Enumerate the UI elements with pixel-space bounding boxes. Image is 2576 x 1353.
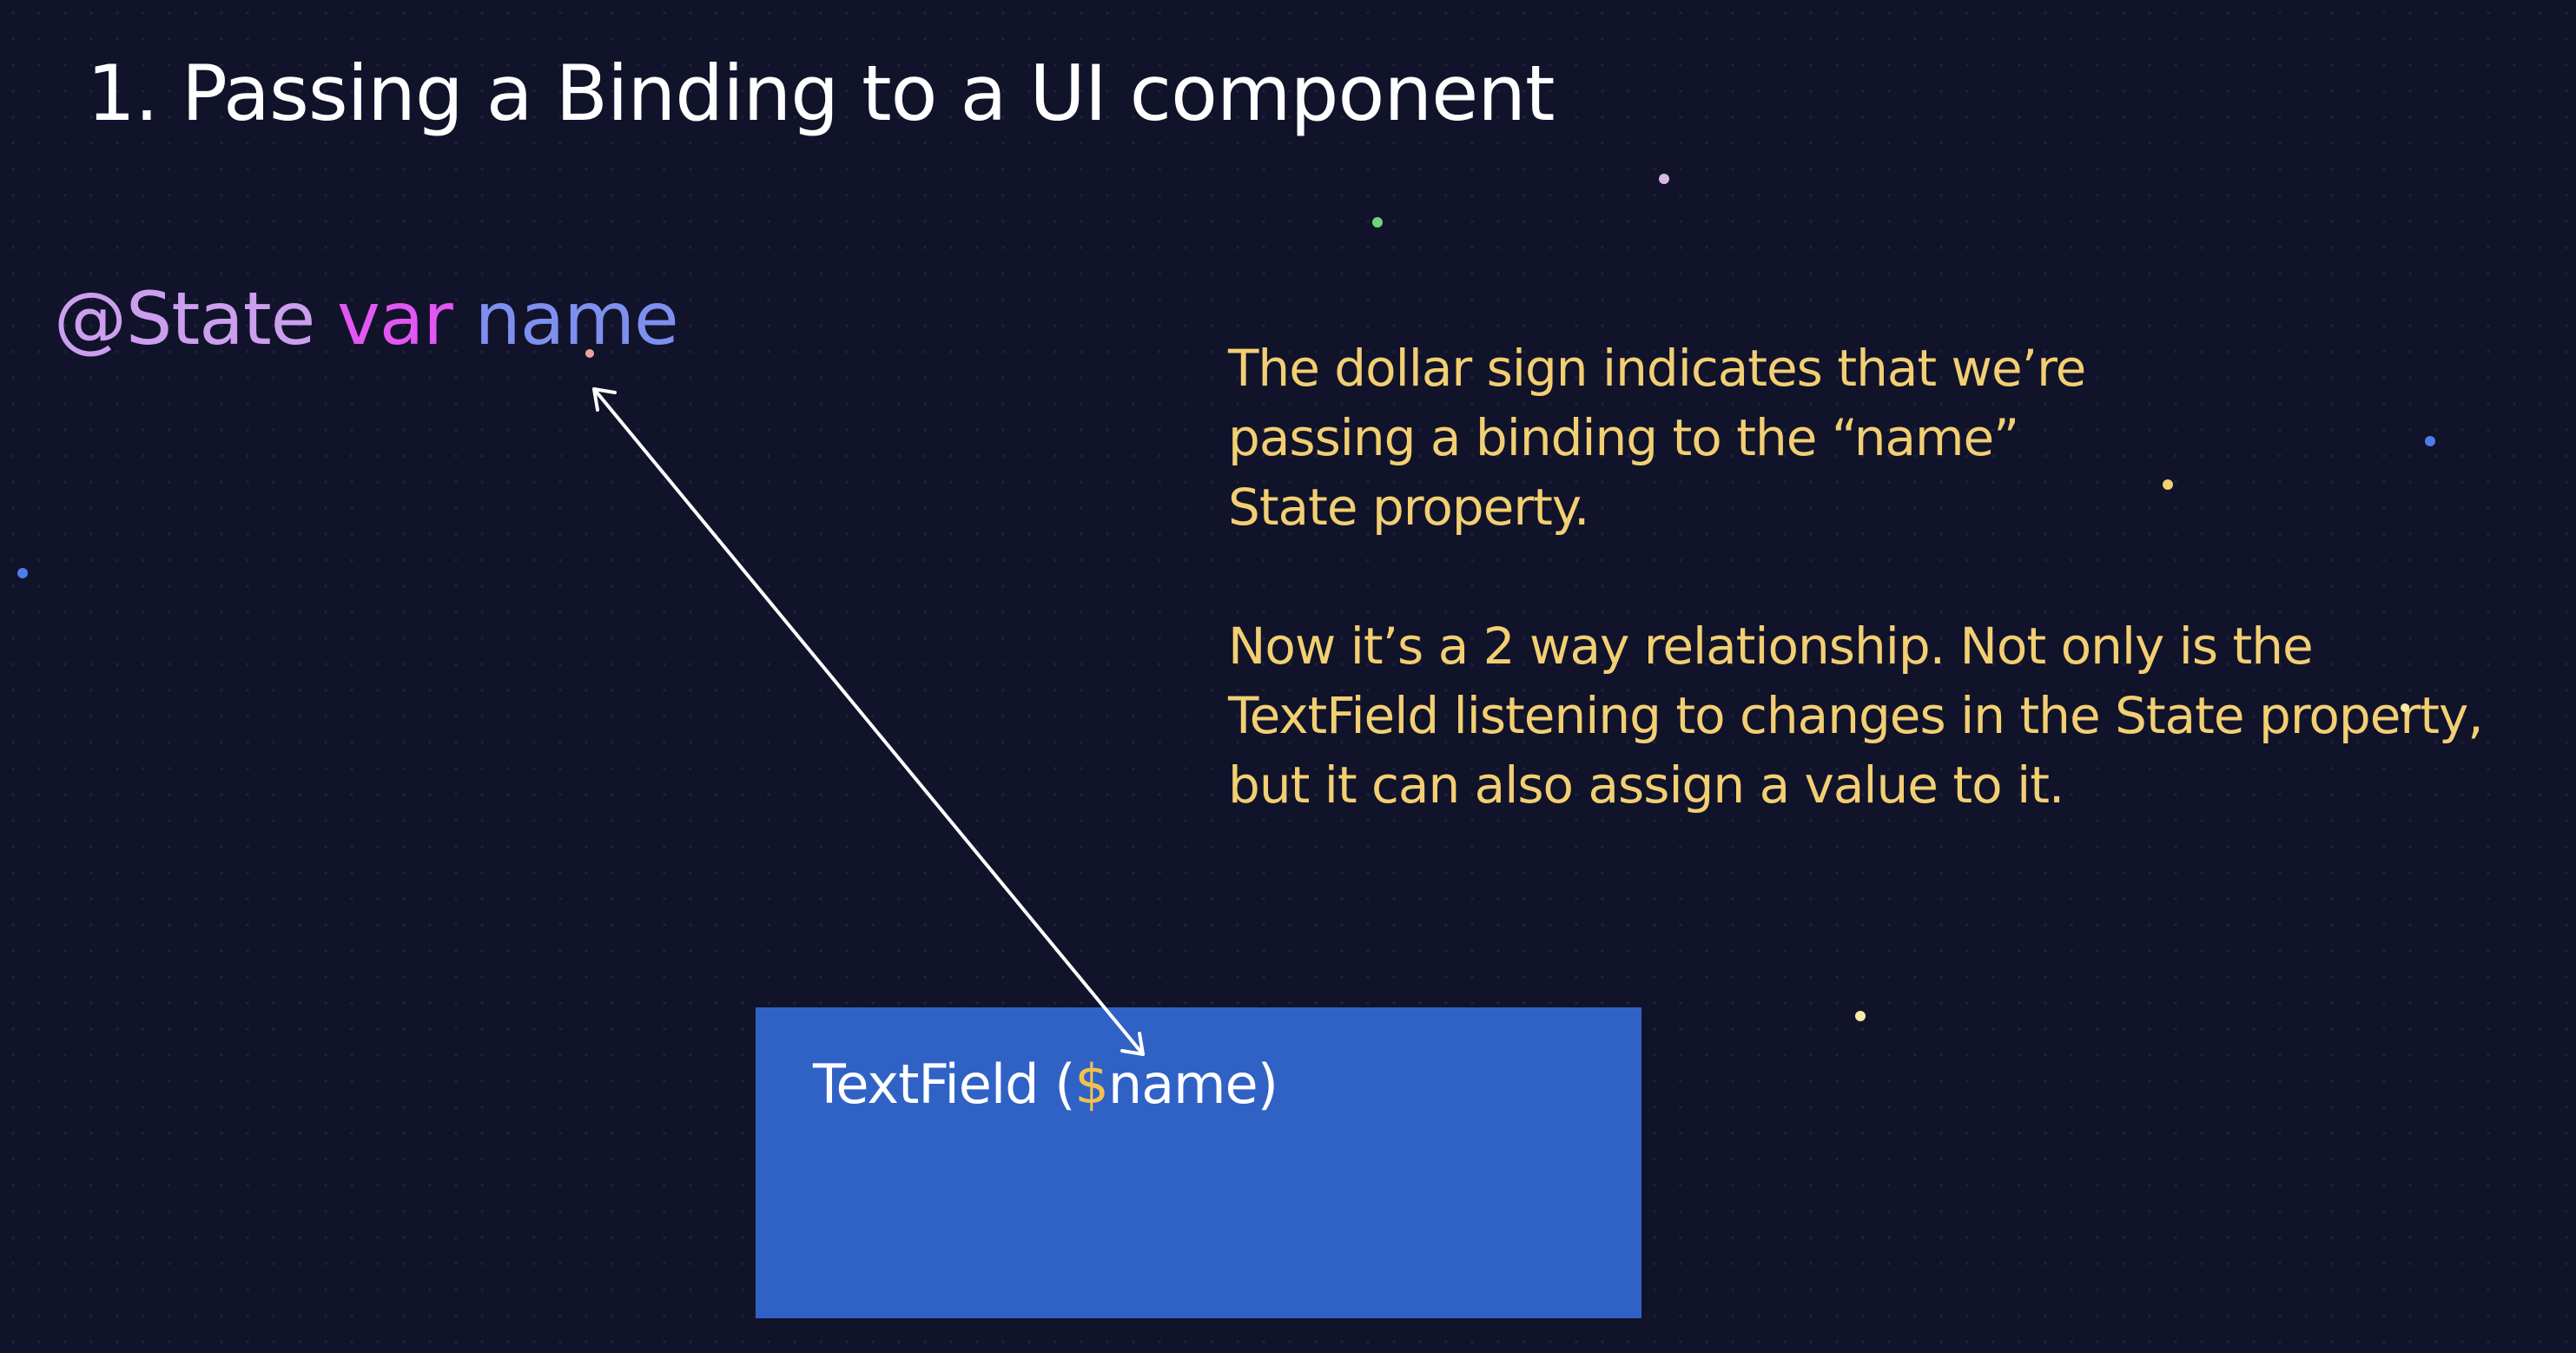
decor-dot	[1855, 1011, 1866, 1021]
state-declaration: @State var name	[54, 276, 679, 361]
textfield-prefix: TextField (	[813, 1053, 1075, 1116]
var-keyword: var	[337, 276, 453, 361]
slide-title: 1. Passing a Binding to a UI component	[87, 49, 1556, 138]
textfield-suffix: )	[1257, 1053, 1278, 1116]
binding-name: name	[1107, 1053, 1258, 1116]
decor-dot	[2425, 436, 2435, 446]
explanation-paragraph-1: The dollar sign indicates that we’re pas…	[1228, 339, 2086, 537]
decor-dot	[17, 568, 28, 578]
decor-dot	[1659, 174, 1669, 184]
decor-dot	[2163, 479, 2173, 490]
textfield-code: TextField ($name)	[813, 1053, 1278, 1116]
explanation-paragraph-2: Now it’s a 2 way relationship. Not only …	[1228, 617, 2484, 815]
decor-dot	[1372, 217, 1383, 228]
property-name: name	[474, 276, 679, 361]
arrow-line	[592, 387, 1145, 1056]
dollar-sign: $	[1074, 1053, 1108, 1116]
decor-dot	[585, 349, 594, 358]
arrow-head-top	[592, 387, 617, 412]
decor-dot	[2401, 703, 2409, 712]
state-attribute: @State	[54, 276, 315, 361]
explanation-text: The dollar sign indicates that we’re pas…	[1228, 333, 2531, 820]
ui-component-box: TextField ($name)	[756, 1007, 1641, 1318]
